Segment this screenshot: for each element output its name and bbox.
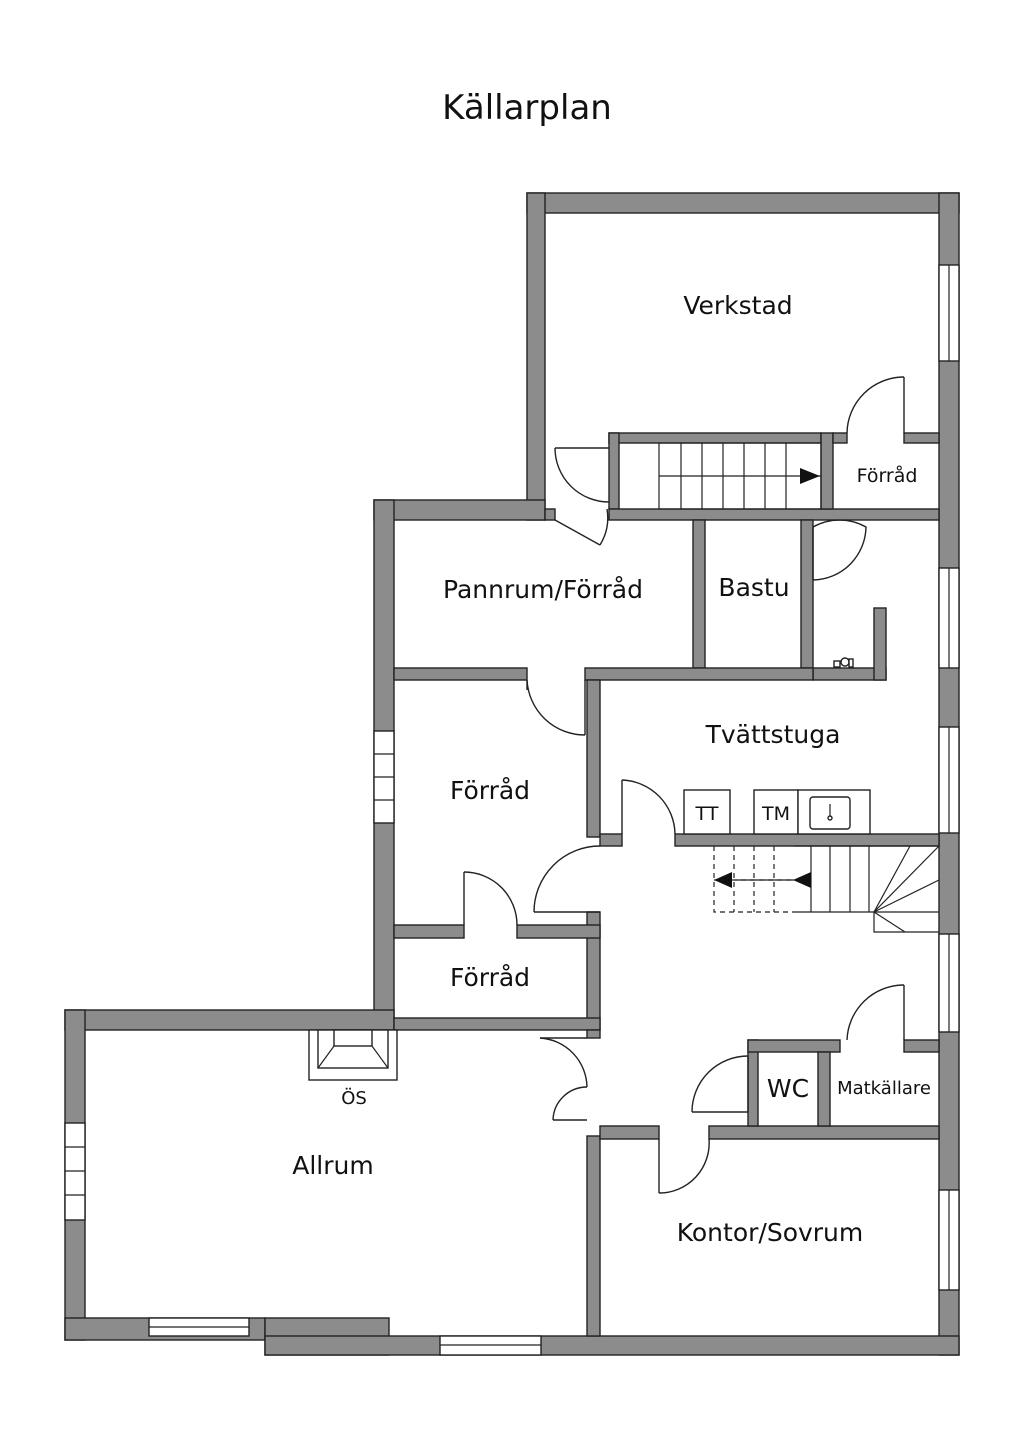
windows xyxy=(64,264,960,1356)
plan-title: Källarplan xyxy=(442,88,612,128)
fixture-label-tt: TT xyxy=(695,803,719,825)
room-label-pannrum: Pannrum/Förråd xyxy=(443,575,643,604)
fixture-label-os: ÖS xyxy=(341,1087,367,1109)
stairs xyxy=(658,442,940,933)
outer-walls xyxy=(64,192,960,1356)
room-label-kontor: Kontor/Sovrum xyxy=(677,1218,864,1247)
doors xyxy=(463,376,905,1194)
dryer-box xyxy=(683,789,731,835)
washer-box xyxy=(753,789,799,835)
room-label-matkallare: Matkällare xyxy=(837,1078,931,1099)
room-label-forrad-mid: Förråd xyxy=(450,776,530,805)
room-label-tvattstuga: Tvättstuga xyxy=(705,720,841,749)
room-label-forrad-small: Förråd xyxy=(450,963,530,992)
shower-icon xyxy=(833,657,854,668)
room-label-bastu: Bastu xyxy=(718,573,789,602)
chimney-icon xyxy=(308,1029,398,1081)
room-label-verkstad: Verkstad xyxy=(683,291,792,320)
room-label-allrum: Allrum xyxy=(292,1151,373,1180)
interior-walls xyxy=(393,432,940,1337)
fixture-label-tm: TM xyxy=(761,803,790,825)
room-label-wc: WC xyxy=(767,1074,809,1103)
room-label-forrad-top: Förråd xyxy=(857,464,918,487)
laundry-fixtures xyxy=(683,657,871,835)
